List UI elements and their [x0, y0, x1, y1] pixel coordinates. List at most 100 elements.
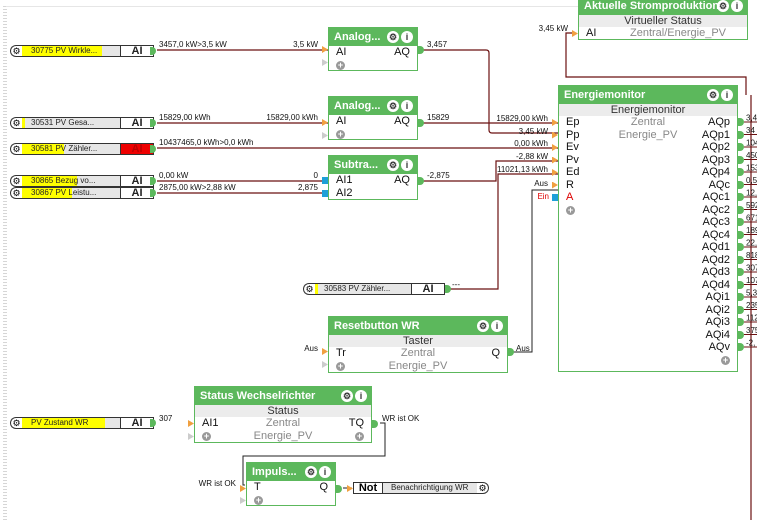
input-pin[interactable]: [322, 190, 328, 197]
gear-icon[interactable]: ⚙: [387, 100, 399, 112]
output-port[interactable]: [738, 193, 744, 201]
output-port[interactable]: [738, 293, 744, 301]
output-port[interactable]: [738, 318, 744, 326]
output-port[interactable]: [150, 119, 156, 127]
block-aktuelle-stromproduktion[interactable]: Aktuelle Stromproduktion ⚙i Virtueller S…: [578, 0, 748, 40]
output-port[interactable]: [738, 305, 744, 314]
output-port[interactable]: [738, 218, 744, 226]
input-30531[interactable]: ⚙ 30531 PV Gesa... AI: [10, 117, 154, 129]
output-port[interactable]: [336, 485, 342, 493]
input-pin[interactable]: [552, 181, 558, 189]
input-pin[interactable]: [188, 420, 194, 427]
add-input-icon[interactable]: +: [336, 360, 345, 371]
input-pin[interactable]: [322, 119, 328, 126]
output-port[interactable]: [418, 119, 424, 127]
input-pin[interactable]: [552, 119, 558, 126]
output-port[interactable]: [738, 168, 744, 176]
output-port[interactable]: [738, 255, 744, 264]
output-port[interactable]: [508, 348, 514, 356]
output-port[interactable]: [738, 343, 744, 351]
gear-icon[interactable]: ⚙: [10, 187, 22, 199]
info-icon[interactable]: i: [401, 31, 413, 43]
input-30583[interactable]: ⚙ 30583 PV Zähler... AI: [303, 283, 445, 295]
input-30867[interactable]: ⚙ 30867 PV Leistu... AI: [10, 187, 154, 199]
output-benachrichtigung-wr[interactable]: Not Benachrichtigung WR ⚙: [353, 482, 489, 494]
input-pin[interactable]: [322, 177, 328, 184]
input-pin[interactable]: [322, 59, 328, 66]
output-port[interactable]: [738, 230, 744, 239]
input-pin[interactable]: [552, 156, 558, 164]
input-pin[interactable]: [322, 361, 328, 368]
gear-icon[interactable]: ⚙: [10, 417, 22, 429]
output-port[interactable]: [150, 47, 156, 55]
input-30581[interactable]: ⚙ 30581 PV Zähler... AI: [10, 143, 154, 155]
output-port[interactable]: [150, 419, 156, 427]
gear-icon[interactable]: ⚙: [387, 159, 399, 171]
info-icon[interactable]: i: [731, 0, 743, 12]
output-port[interactable]: [738, 330, 744, 339]
output-port[interactable]: [445, 285, 451, 293]
output-port[interactable]: [738, 280, 744, 289]
input-30865[interactable]: ⚙ 30865 Bezug vo... AI: [10, 175, 154, 187]
input-pin[interactable]: [322, 46, 328, 53]
add-output-icon[interactable]: +: [721, 354, 730, 365]
output-port[interactable]: [150, 189, 156, 197]
output-port[interactable]: [738, 118, 744, 126]
input-pin[interactable]: [552, 131, 558, 139]
info-icon[interactable]: i: [401, 159, 413, 171]
input-30775[interactable]: ⚙ 30775 PV Wirkle... AI: [10, 45, 154, 57]
input-pin[interactable]: [552, 144, 558, 151]
output-port[interactable]: [738, 243, 744, 251]
gear-icon[interactable]: ⚙: [305, 466, 317, 478]
output-port[interactable]: [150, 145, 156, 153]
info-icon[interactable]: i: [319, 466, 331, 478]
info-icon[interactable]: i: [355, 390, 367, 402]
gear-icon[interactable]: ⚙: [10, 143, 22, 155]
add-input-icon[interactable]: +: [336, 128, 345, 139]
gear-icon[interactable]: ⚙: [10, 175, 22, 187]
add-input-icon[interactable]: +: [202, 430, 211, 441]
gear-icon[interactable]: ⚙: [387, 31, 399, 43]
input-pin[interactable]: [347, 485, 353, 492]
output-port[interactable]: [738, 155, 744, 164]
input-pin[interactable]: [322, 348, 328, 355]
add-input-icon[interactable]: +: [566, 204, 575, 215]
add-output-icon[interactable]: +: [355, 430, 364, 441]
info-icon[interactable]: i: [401, 100, 413, 112]
gear-icon[interactable]: ⚙: [477, 320, 489, 332]
output-port[interactable]: [372, 420, 378, 428]
output-port[interactable]: [418, 177, 424, 185]
input-pv-zustand[interactable]: ⚙ PV Zustand WR AI: [10, 417, 154, 429]
input-pin[interactable]: [552, 194, 558, 201]
output-port[interactable]: [738, 180, 744, 189]
output-port[interactable]: [738, 143, 744, 151]
add-input-icon[interactable]: +: [336, 59, 345, 70]
gear-icon[interactable]: ⚙: [341, 390, 353, 402]
gear-icon[interactable]: ⚙: [717, 0, 729, 12]
add-input-icon[interactable]: +: [254, 494, 263, 505]
input-pin[interactable]: [322, 132, 328, 139]
info-icon[interactable]: i: [721, 89, 733, 101]
info-icon[interactable]: i: [491, 320, 503, 332]
gear-icon[interactable]: ⚙: [303, 283, 315, 295]
gear-icon[interactable]: ⚙: [10, 45, 22, 57]
output-port[interactable]: [418, 46, 424, 54]
input-pin[interactable]: [240, 485, 246, 492]
gear-icon[interactable]: ⚙: [477, 482, 489, 494]
input-pin[interactable]: [188, 433, 194, 440]
gear-icon[interactable]: ⚙: [707, 89, 719, 101]
output-port[interactable]: [738, 205, 744, 214]
output-port[interactable]: [150, 177, 156, 185]
output-port[interactable]: [738, 268, 744, 276]
input-pin[interactable]: [552, 169, 558, 176]
output-port[interactable]: [738, 130, 744, 139]
input-pin[interactable]: [572, 30, 578, 37]
input-pin[interactable]: [240, 497, 246, 504]
